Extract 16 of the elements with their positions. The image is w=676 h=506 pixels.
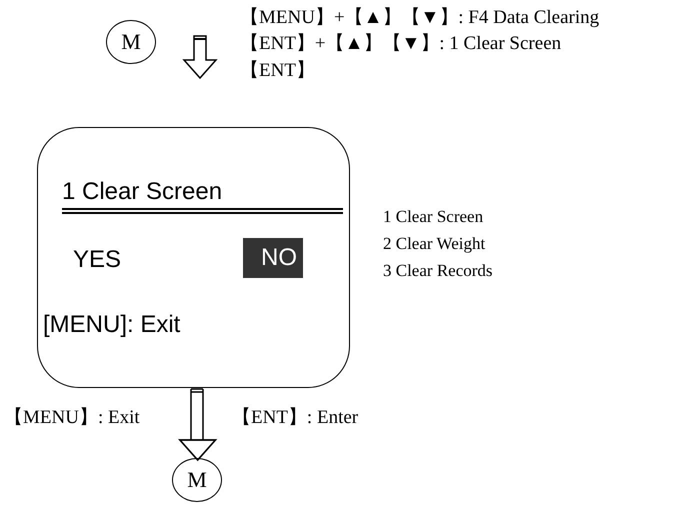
instruction-text: 【MENU】+【▲】【▼】: F4 Data Clearing <box>240 8 600 27</box>
screen-title: 1 Clear Screen <box>62 180 222 204</box>
instruction-text: 【ENT】: Enter <box>232 408 358 427</box>
menu-key-circle: M <box>106 20 156 64</box>
display-screen <box>37 127 350 388</box>
option-text: YES <box>73 248 122 272</box>
instruction-text: 【MENU】: Exit <box>4 408 140 427</box>
instruction-text: 2 Clear Weight <box>383 235 486 252</box>
instruction-text: 1 Clear Screen <box>383 208 484 225</box>
hint-text: [MENU]: Exit <box>43 313 180 337</box>
menu-key-circle: M <box>172 458 222 502</box>
arrow <box>179 388 216 461</box>
instruction-text: 【ENT】+【▲】【▼】: 1 Clear Screen <box>240 34 562 53</box>
instruction-text: 3 Clear Records <box>383 262 493 279</box>
selected-option: NO <box>243 238 303 278</box>
instruction-text: 【ENT】 <box>240 61 315 80</box>
